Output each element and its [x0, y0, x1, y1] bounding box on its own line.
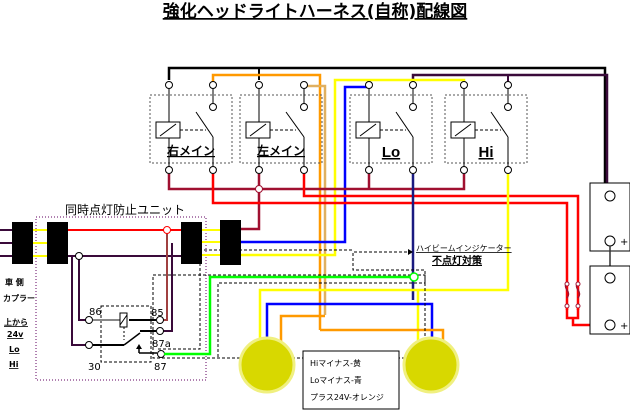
headlamp-right — [402, 336, 460, 394]
harness-connector — [181, 220, 241, 265]
coupler-order-1: 24v — [7, 330, 24, 339]
relay-left-main: 左メイン — [239, 81, 323, 174]
coupler-label-2: カプラー — [3, 293, 35, 303]
pin-30-label: 30 — [88, 362, 101, 373]
wire-orange-lamp-right — [320, 328, 445, 340]
junction — [255, 185, 263, 193]
wire-blue-lamps — [265, 302, 434, 345]
indicator-note-line2: 不点灯対策 — [432, 254, 483, 267]
legend-item: Hiマイナス-黄 — [310, 358, 361, 368]
relay-lo: Lo — [349, 81, 433, 174]
arrow-icon — [408, 249, 413, 255]
coupler-order-3: Hi — [9, 360, 19, 369]
pin-87-label: 87 — [154, 362, 167, 373]
battery-plus-label: + — [620, 321, 628, 332]
legend-item: Loマイナス-青 — [310, 375, 362, 385]
battery-bottom: + — [589, 265, 630, 335]
junction — [163, 226, 171, 234]
indicator-dashed-87a — [158, 249, 353, 350]
wire-green-indicator — [164, 275, 414, 356]
legend-item: プラス24V-オレンジ — [310, 393, 384, 402]
relay-label: Lo — [382, 144, 400, 161]
wire-ground-black — [167, 66, 607, 195]
junction — [409, 272, 419, 282]
wire-maroon-to-connector — [240, 189, 261, 231]
pin-87a-label: 87a — [152, 339, 171, 350]
coupler-label-1: 車 側 — [5, 277, 24, 287]
wire-darkpurple-top — [411, 73, 609, 195]
wire-color-legend: Hiマイナス-黄 Loマイナス-青 プラス24V-オレンジ — [302, 350, 400, 410]
vehicle-coupler-connector — [0, 222, 68, 264]
diagram-title: 強化ヘッドライトハーネス(自称)配線図 — [163, 1, 468, 22]
relay-label: Hi — [479, 144, 494, 161]
junction — [75, 252, 83, 260]
battery-top: + — [589, 182, 630, 252]
wire-unit-86 — [78, 256, 88, 321]
wire-yellow-hi — [258, 174, 510, 345]
wire-orange-2 — [302, 82, 327, 315]
coupler-order-2: Lo — [9, 345, 20, 354]
wire-orange-lamp-left — [279, 314, 325, 345]
unit-box — [35, 216, 207, 381]
wire-red-right — [211, 174, 569, 310]
wire-blue-top — [220, 82, 371, 244]
relay-right-main: 右メイン — [149, 81, 233, 174]
relay-label: 左メイン — [256, 143, 305, 158]
relay-hi: Hi — [444, 81, 528, 174]
unit-label: 同時点灯防止ユニット — [65, 202, 185, 217]
coupler-order-title: 上から — [4, 317, 28, 327]
unit-relay: 86 85 87a 30 87 — [85, 305, 171, 373]
pin-86-label: 86 — [89, 307, 102, 318]
indicator-note-line1: ハイビームインジケーター — [416, 244, 512, 253]
headlamp-left — [238, 336, 296, 394]
pin-85-label: 85 — [151, 308, 164, 319]
wire-yellow-top — [220, 78, 466, 257]
battery-plus-label: + — [620, 237, 628, 248]
wire-unit-30 — [71, 256, 88, 346]
relay-label: 右メイン — [166, 143, 215, 158]
wire-red-left — [302, 174, 580, 310]
wire-maroon-bus — [167, 174, 466, 191]
fuse-pair — [564, 281, 581, 309]
wire-fuse-join — [565, 308, 580, 320]
